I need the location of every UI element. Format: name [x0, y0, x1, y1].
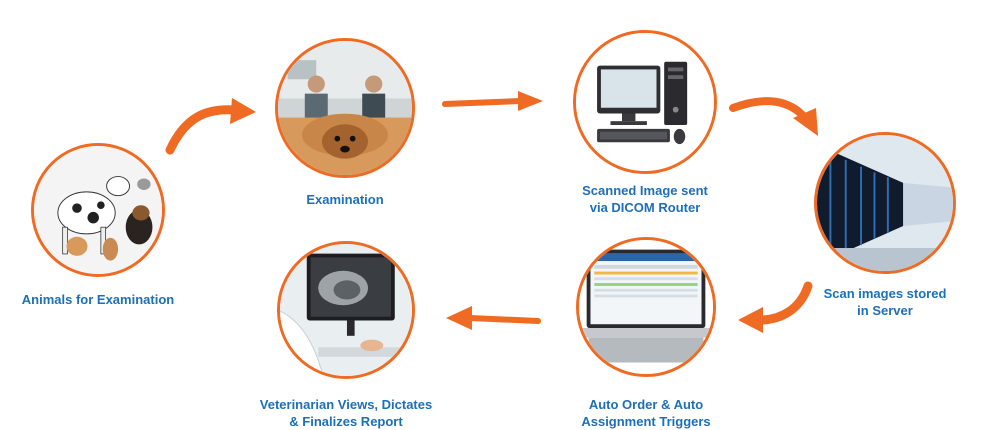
laptop-software-icon: [579, 240, 713, 374]
server-room-icon: [817, 135, 953, 271]
step-label-animals: Animals for Examination: [21, 292, 175, 307]
examination-icon: [278, 41, 412, 175]
laptop-software-image: [576, 237, 716, 377]
veterinarian-xray-icon: [280, 244, 412, 376]
step-label-auto-order: Auto Order & Auto Assignment Triggers: [581, 397, 711, 429]
desktop-computer-image: [573, 30, 717, 174]
step-label-veterinarian: Veterinarian Views, Dictates & Finalizes…: [259, 397, 433, 429]
step-label-server: Scan images stored in Server: [823, 286, 947, 318]
animals-image: [31, 143, 165, 277]
step-label-examination: Examination: [306, 192, 384, 207]
server-room-image: [814, 132, 956, 274]
step-label-scanned-image: Scanned Image sent via DICOM Router: [582, 183, 708, 215]
veterinarian-image: [277, 241, 415, 379]
desktop-computer-icon: [576, 33, 714, 171]
examination-image: [275, 38, 415, 178]
animals-group-icon: [34, 146, 162, 274]
